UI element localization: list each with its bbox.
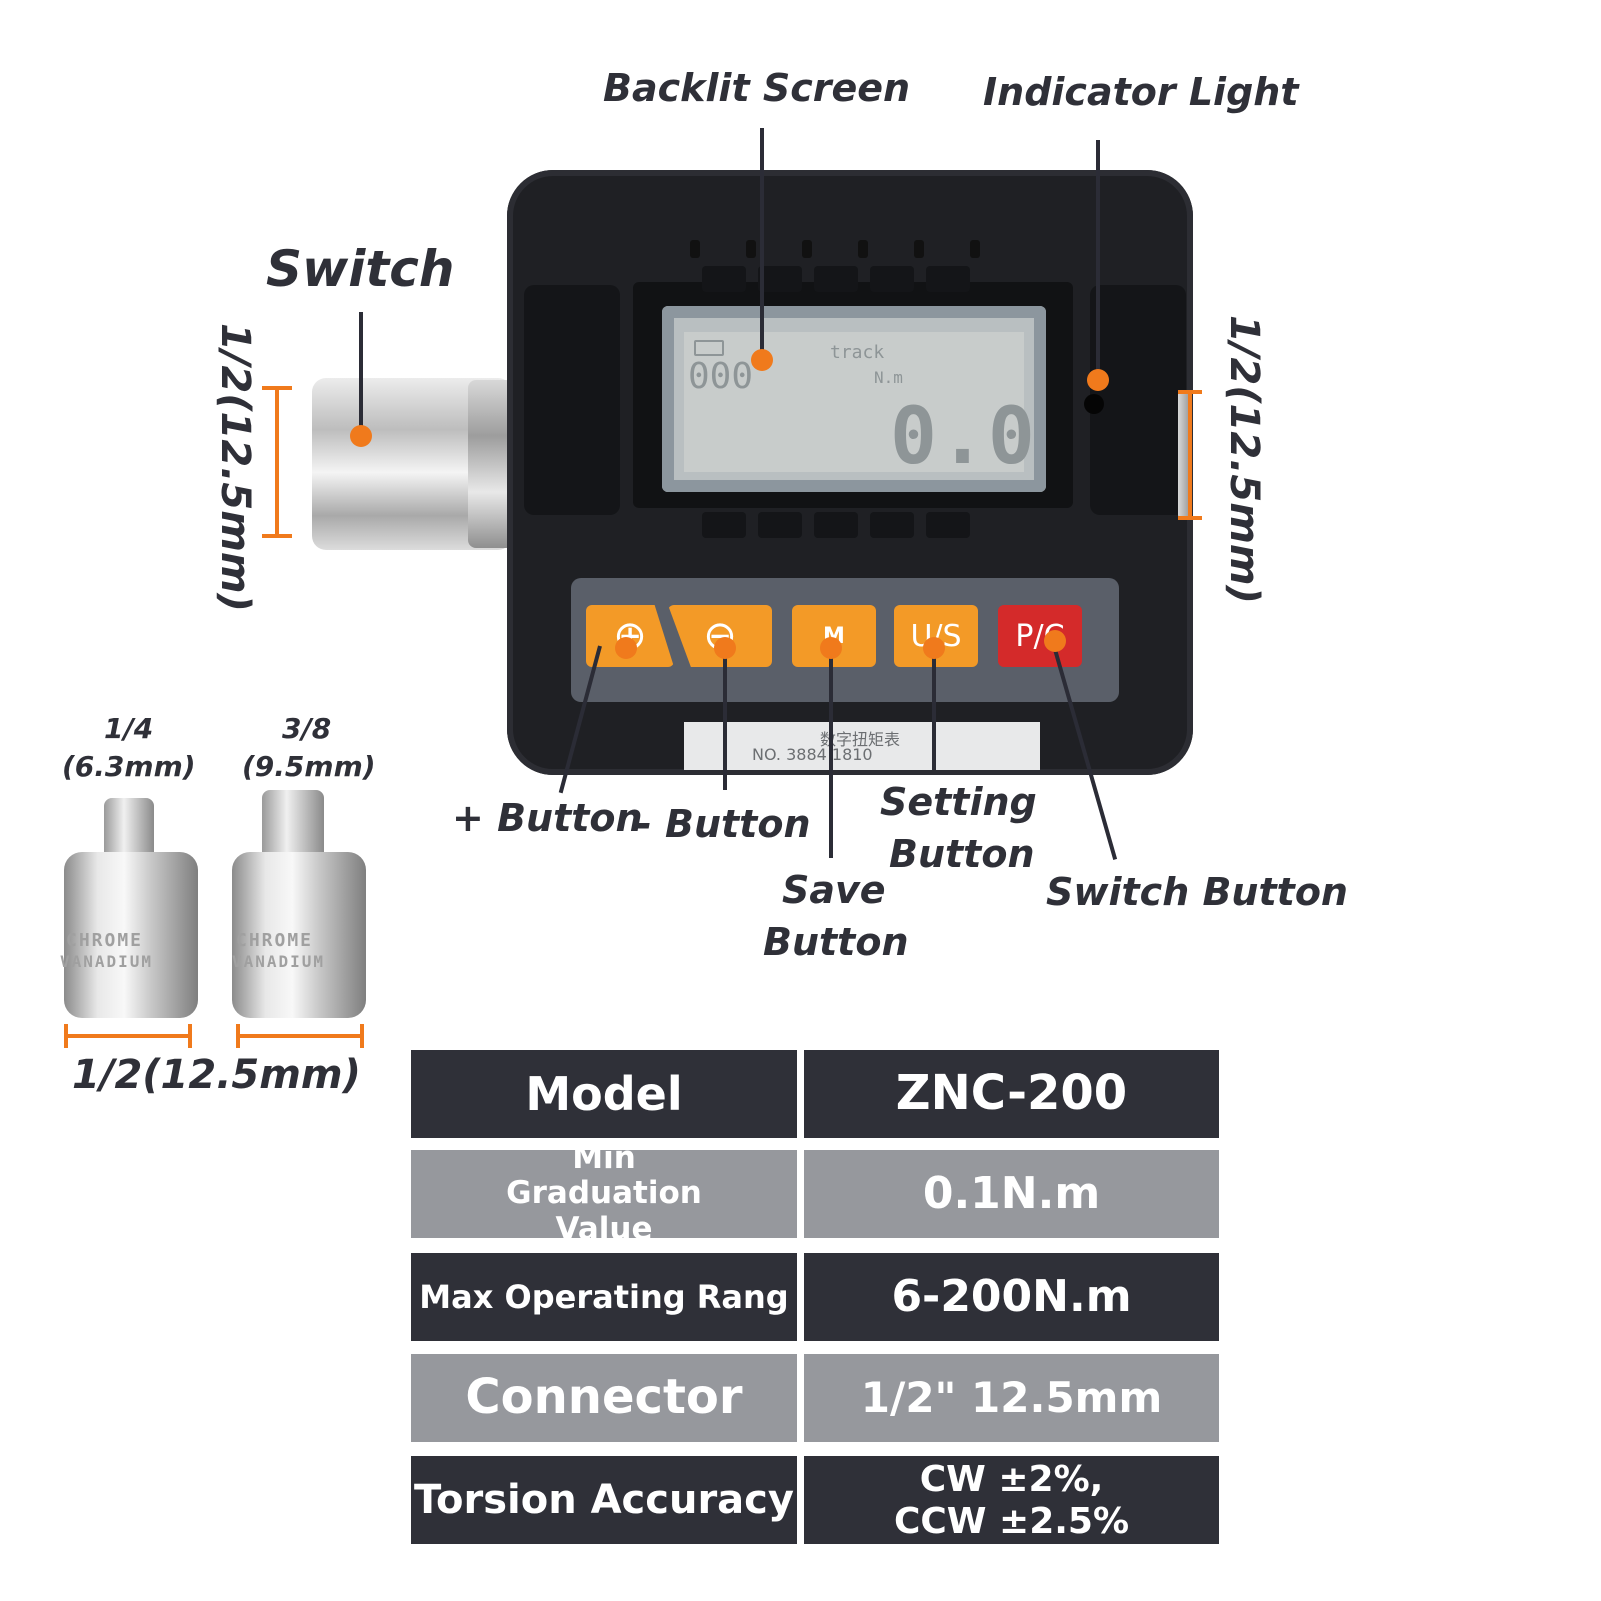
bezel-notch: [814, 266, 858, 292]
callout-plus-button: + Button: [452, 796, 643, 840]
lcd-unit: N.m: [874, 368, 903, 387]
adapter-b-dim-line: [236, 1034, 364, 1038]
spec-value-model: ZNC-200: [804, 1050, 1219, 1138]
adapter-b-dim-tick-l: [236, 1024, 240, 1048]
torsion-ccw: CCW ±2.5%: [893, 1501, 1130, 1543]
battery-icon: [694, 340, 724, 356]
spec-label-max-range: Max Operating Rang: [411, 1253, 797, 1341]
adapter-a-dim-line: [64, 1034, 192, 1038]
indicator-side-panel: [1090, 285, 1186, 515]
callout-save-button-line2: Button: [763, 920, 909, 964]
backlit-screen-marker: [751, 349, 773, 371]
right-drive-dimension: 1/2(12.5mm): [1221, 315, 1267, 604]
lcd-value: 0.0: [890, 392, 1037, 482]
adapter-a-engraving-1: CHROME: [66, 930, 144, 951]
left-drive-dimension: 1/2(12.5mm): [212, 323, 258, 612]
spec-value-min-graduation: 0.1N.m: [804, 1150, 1219, 1238]
torsion-cw: CW ±2%,: [919, 1459, 1104, 1501]
indicator-light-marker: [1087, 369, 1109, 391]
spec-label-connector: Connector: [411, 1354, 797, 1442]
pc-key[interactable]: P/C: [998, 605, 1082, 667]
shaft-collar: [468, 380, 514, 548]
bezel-notch: [870, 266, 914, 292]
switch-side-panel: [524, 285, 620, 515]
switch-leader: [359, 312, 363, 432]
lcd-display: [684, 332, 1024, 472]
adapter-a-dim-tick-l: [64, 1024, 68, 1048]
adapter-b-size: 3/8: [282, 712, 332, 745]
spec-value-max-range: 6-200N.m: [804, 1253, 1219, 1341]
backlit-screen-leader: [760, 128, 764, 360]
bezel-notch: [702, 266, 746, 292]
bezel-notch: [926, 512, 970, 538]
adapter-a-dim-tick-r: [188, 1024, 192, 1048]
adapter-a-size: 1/4: [104, 712, 154, 745]
adapter-b-engraving-1: CHROME: [236, 930, 314, 951]
callout-indicator-light: Indicator Light: [983, 70, 1299, 114]
adapter-base-dimension: 1/2(12.5mm): [72, 1052, 361, 1098]
setting-button-marker: [923, 637, 945, 659]
switch-marker: [350, 425, 372, 447]
callout-minus-button: - Button: [636, 802, 811, 846]
setting-button-leader: [932, 648, 936, 770]
callout-save-button-line1: Save: [782, 868, 886, 912]
top-ridges: [690, 240, 990, 260]
bezel-notch: [814, 512, 858, 538]
save-button-marker: [820, 637, 842, 659]
right-dim-line: [1188, 390, 1192, 520]
bezel-notch: [926, 266, 970, 292]
spec-label-model: Model: [411, 1050, 797, 1138]
right-dim-bottom-tick: [1178, 516, 1202, 520]
minus-button-leader: [723, 648, 727, 790]
spec-label-min-graduation: Min Graduation Value: [411, 1140, 797, 1247]
adapter-b-dim-tick-r: [360, 1024, 364, 1048]
indicator-light: [1084, 394, 1104, 414]
spec-label-torsion-accuracy: Torsion Accuracy: [411, 1456, 797, 1544]
callout-setting-button-line1: Setting: [880, 780, 1037, 824]
callout-switch-button: Switch Button: [1046, 870, 1348, 914]
adapter-b-square: [262, 790, 324, 864]
adapter-three-eighths-inch: [232, 852, 366, 1018]
bezel-notch: [870, 512, 914, 538]
left-dim-line: [275, 386, 279, 538]
save-button-leader: [829, 648, 833, 858]
minus-button-marker: [714, 637, 736, 659]
callout-backlit-screen: Backlit Screen: [603, 66, 911, 110]
callout-setting-button-line2: Button: [889, 832, 1035, 876]
lcd-mode: track: [830, 342, 885, 363]
adapter-a-engraving-2: VANADIUM: [60, 952, 154, 971]
callout-switch: Switch: [266, 240, 455, 298]
adapter-a-mm: (6.3mm): [62, 750, 196, 783]
spec-value-torsion-accuracy: CW ±2%, CCW ±2.5%: [804, 1456, 1219, 1544]
left-dim-bottom-tick: [262, 534, 292, 538]
sticker-line1: 数字扭矩表: [820, 730, 901, 749]
lcd-counter: 000: [688, 356, 754, 397]
indicator-light-leader: [1096, 140, 1100, 376]
sticker-line2: NO. 3884 1810: [752, 745, 873, 764]
adapter-b-mm: (9.5mm): [242, 750, 376, 783]
model-sticker: [684, 722, 1040, 770]
bezel-notch: [758, 266, 802, 292]
switch-button-marker: [1044, 630, 1066, 652]
adapter-quarter-inch: [64, 852, 198, 1018]
plus-button-marker: [615, 637, 637, 659]
bezel-notch: [702, 512, 746, 538]
adapter-b-engraving-2: VANADIUM: [232, 952, 326, 971]
bezel-notch: [758, 512, 802, 538]
spec-value-connector: 1/2" 12.5mm: [804, 1354, 1219, 1442]
